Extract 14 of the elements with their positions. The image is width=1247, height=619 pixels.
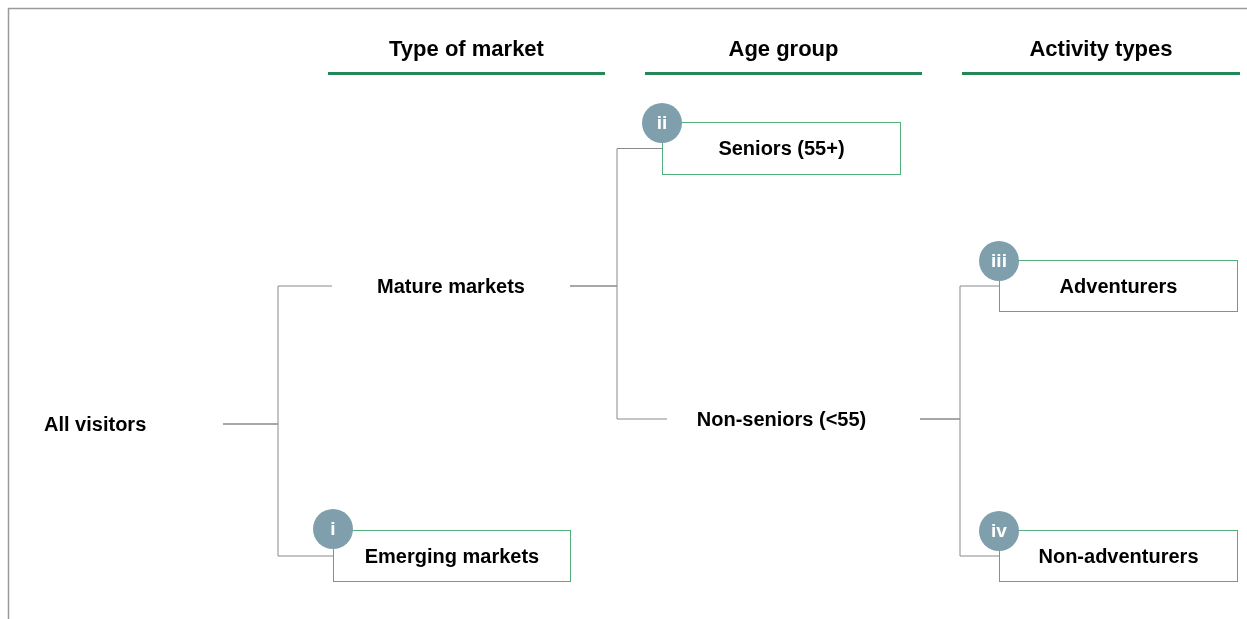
- tree-connector: [919, 418, 1000, 557]
- numeral-badge: iii: [979, 241, 1019, 281]
- numeral-badge: iv: [979, 511, 1019, 551]
- node-label: All visitors: [24, 404, 223, 444]
- column-heading: Type of market: [328, 36, 605, 75]
- tree-connector: [569, 285, 668, 420]
- category-box: Emerging markets: [333, 530, 571, 582]
- column-heading: Activity types: [962, 36, 1240, 75]
- numeral-badge: i: [313, 509, 353, 549]
- numeral-badge: ii: [642, 103, 682, 143]
- tree-connector: [222, 423, 334, 557]
- node-label: Mature markets: [332, 266, 570, 306]
- column-heading: Age group: [645, 36, 922, 75]
- node-label: Non-seniors (<55): [667, 399, 920, 439]
